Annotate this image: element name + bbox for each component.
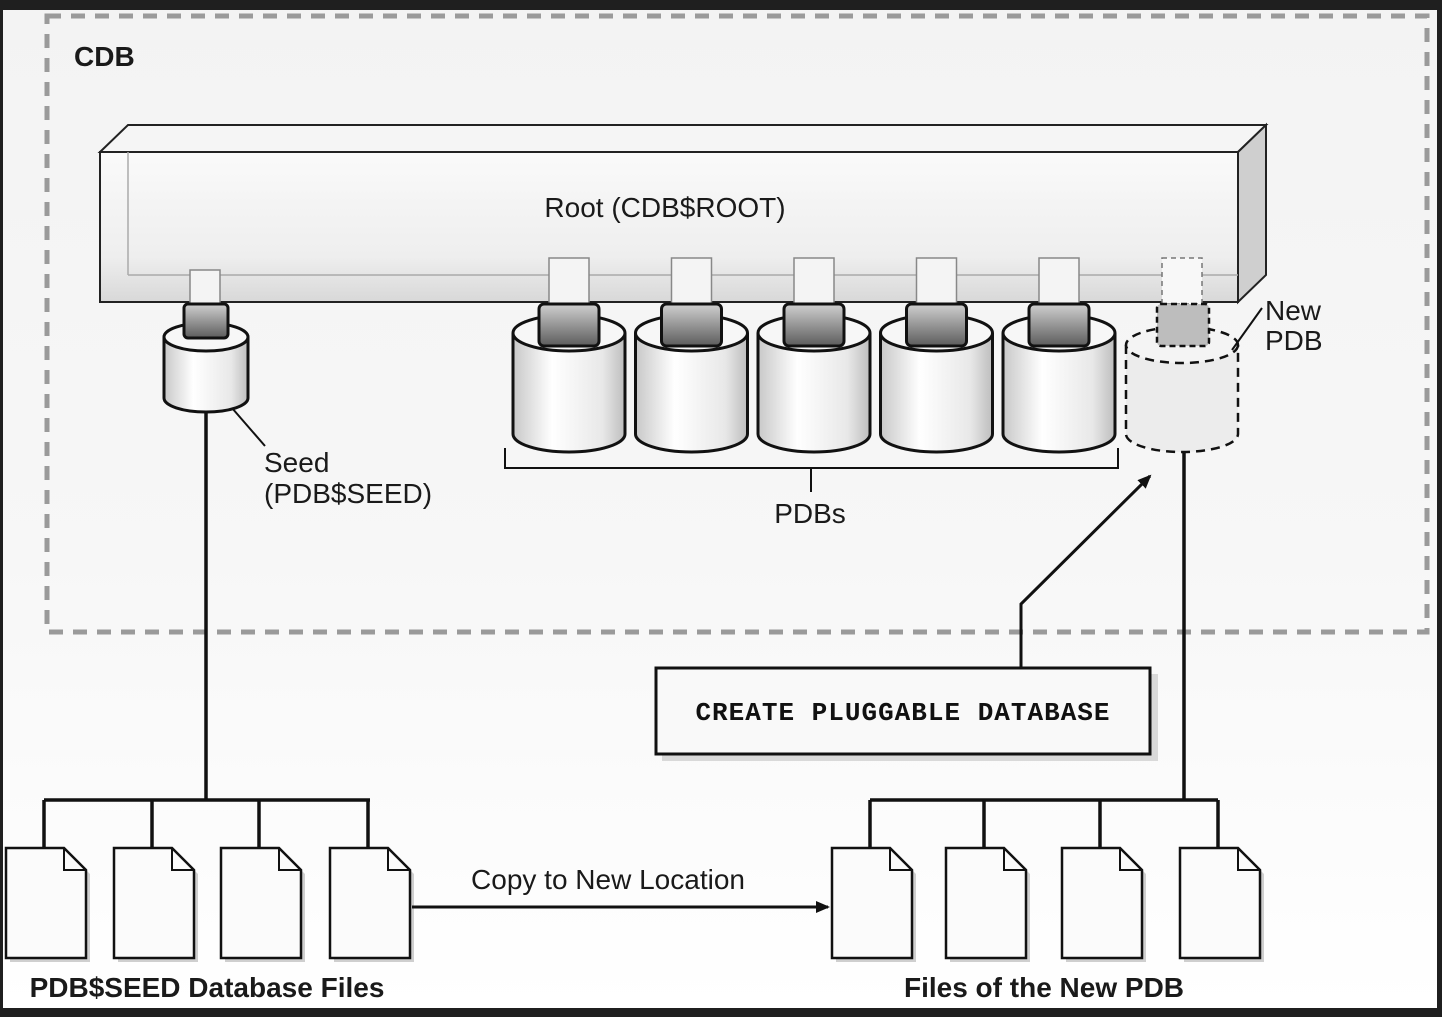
new-files-label: Files of the New PDB bbox=[904, 972, 1184, 1003]
file-icon bbox=[1060, 846, 1146, 962]
seed-files-label: PDB$SEED Database Files bbox=[30, 972, 385, 1003]
cdb-container bbox=[44, 13, 1430, 635]
seed-label-line1: Seed bbox=[264, 447, 329, 478]
cdb-label: CDB bbox=[74, 41, 135, 72]
root-label: Root (CDB$ROOT) bbox=[544, 192, 785, 223]
seed-leader-line bbox=[231, 407, 266, 447]
new-pdb-label-line2: PDB bbox=[1265, 325, 1323, 356]
create-pluggable-database-box bbox=[654, 666, 1158, 761]
file-icon bbox=[830, 846, 916, 962]
pdb-database-icon bbox=[1001, 257, 1117, 454]
file-icon bbox=[1178, 846, 1264, 962]
new-file-tree bbox=[830, 798, 1264, 962]
seed-file-tree bbox=[4, 798, 414, 962]
file-icon bbox=[4, 846, 90, 962]
copy-label: Copy to New Location bbox=[471, 864, 745, 895]
pdb-database-icon bbox=[634, 257, 749, 454]
pdbs-label: PDBs bbox=[774, 498, 846, 529]
seed-label-line2: (PDB$SEED) bbox=[264, 478, 432, 509]
file-icon bbox=[112, 846, 198, 962]
new-pdb-icon bbox=[1124, 257, 1240, 454]
pdb-database-icon bbox=[879, 257, 994, 454]
new-pdb-label-line1: New bbox=[1265, 295, 1322, 326]
pdb-cylinders bbox=[511, 257, 1117, 454]
create-arrow bbox=[1019, 474, 1152, 668]
file-icon bbox=[328, 846, 414, 962]
pdbs-bracket bbox=[504, 448, 1119, 492]
pdb-database-icon bbox=[511, 257, 627, 454]
file-icon bbox=[944, 846, 1030, 962]
seed-database-icon bbox=[162, 269, 250, 414]
file-icon bbox=[219, 846, 305, 962]
create-command-label: CREATE PLUGGABLE DATABASE bbox=[695, 698, 1110, 728]
pdb-database-icon bbox=[756, 257, 872, 454]
new-pdb-leader-line bbox=[1231, 307, 1263, 351]
